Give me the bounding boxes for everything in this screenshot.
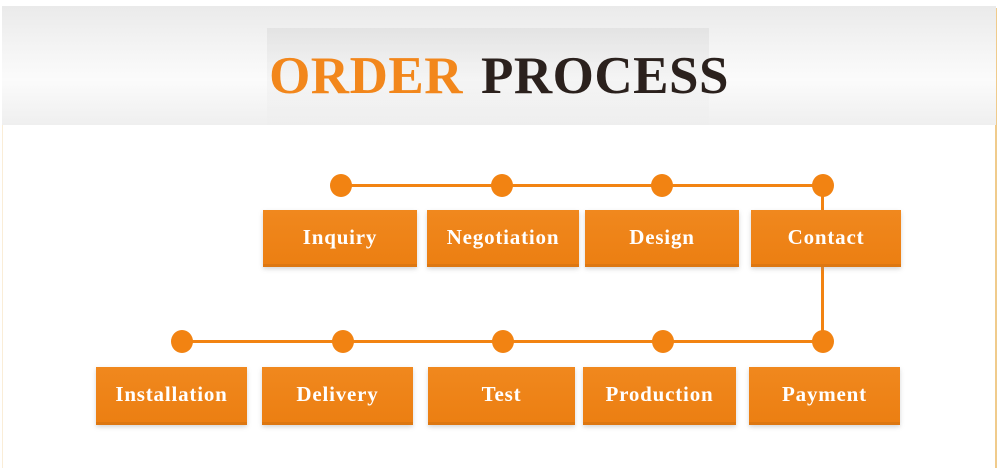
step-label: Delivery: [296, 382, 379, 406]
step-label: Production: [605, 382, 714, 406]
connector-dot-installation: [171, 330, 193, 353]
process-step-contact: Contact: [751, 210, 901, 267]
connector-dot-production: [652, 330, 674, 353]
left-border-line: [2, 8, 3, 468]
contact-dot-stub-line: [821, 185, 824, 212]
step-label: Design: [629, 224, 695, 249]
process-step-inquiry: Inquiry: [263, 210, 417, 267]
connector-dot-payment: [812, 330, 834, 353]
title-backdrop: [267, 28, 709, 125]
process-step-production: Production: [583, 367, 736, 425]
header-band: ORDER PROCESS: [2, 6, 996, 125]
connector-dot-delivery: [332, 330, 354, 353]
step-label: Installation: [115, 382, 228, 406]
step-label: Contact: [787, 224, 865, 249]
connector-dot-contact: [812, 174, 834, 197]
process-step-installation: Installation: [96, 367, 247, 425]
step-label: Inquiry: [302, 224, 378, 249]
process-step-test: Test: [428, 367, 575, 425]
title-word-order: ORDER: [269, 47, 463, 105]
process-step-delivery: Delivery: [262, 367, 413, 425]
connector-dot-design: [651, 174, 673, 197]
connector-dot-test: [492, 330, 514, 353]
top-connector-line: [341, 184, 823, 187]
connector-dot-inquiry: [330, 174, 352, 197]
step-label: Test: [481, 382, 522, 406]
page-title: ORDER PROCESS: [2, 50, 996, 103]
step-label: Payment: [782, 382, 867, 406]
process-step-negotiation: Negotiation: [427, 210, 579, 267]
process-step-payment: Payment: [749, 367, 900, 425]
step-label: Negotiation: [446, 224, 560, 249]
right-border-line: [995, 8, 997, 468]
connector-dot-negotiation: [491, 174, 513, 197]
contact-to-payment-line: [821, 266, 824, 342]
title-word-process: PROCESS: [480, 47, 729, 105]
process-step-design: Design: [585, 210, 739, 267]
